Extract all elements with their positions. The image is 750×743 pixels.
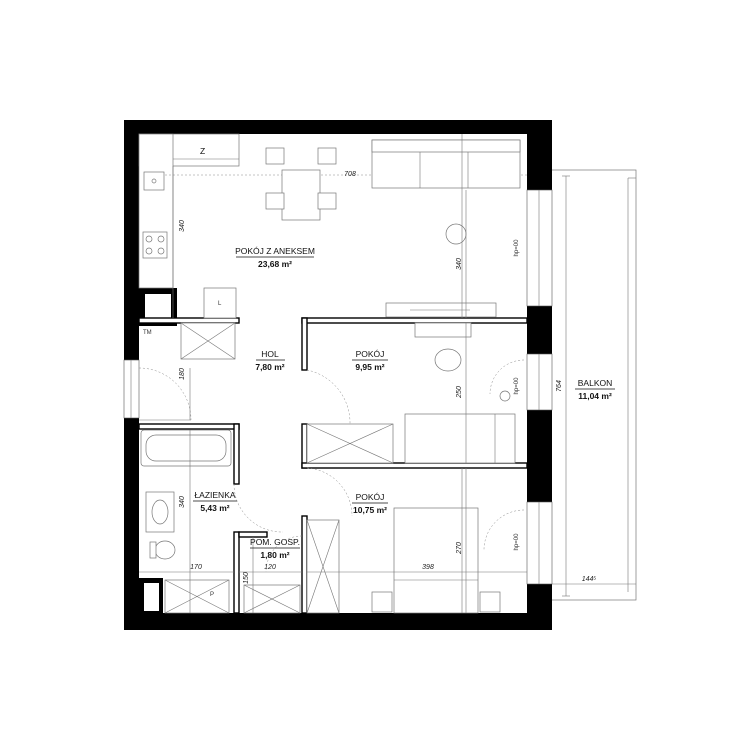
wall-left-lower: [124, 418, 139, 630]
dim-708: 708: [344, 171, 356, 178]
hp-marker-room2: hp=00: [514, 533, 520, 551]
window-living: [526, 189, 553, 307]
wall-left-middle: [124, 288, 139, 360]
dim-150: 150: [243, 572, 250, 584]
room-name-balcony: BALKON: [578, 378, 613, 388]
wall-kitchen-bottom: [138, 317, 240, 324]
wall-right-mid1: [527, 306, 552, 354]
room-area-room1: 9,95 m²: [355, 362, 384, 372]
dim-270: 270: [456, 542, 463, 555]
kitchen-marker: Z: [200, 146, 205, 156]
dimension-lines: [139, 166, 527, 613]
room-name-room2: POKÓJ: [356, 492, 385, 502]
kitchen-annex: L Z: [138, 133, 527, 319]
fridge-box: [203, 287, 237, 319]
wall-room1-top: [301, 317, 528, 324]
chair: [265, 192, 285, 210]
wall-top: [124, 120, 552, 134]
desk-room1: [414, 322, 472, 338]
bed-room2: [393, 507, 479, 614]
room-name-hall: HOL: [261, 349, 279, 359]
toilet-icon: [154, 540, 176, 560]
balcony-outline: [549, 169, 637, 601]
dim-170: 170: [190, 564, 202, 571]
wall-room1-bottom: [301, 462, 528, 469]
stove-icon: [142, 231, 168, 259]
entrance-door-swing: [138, 367, 192, 421]
room-area-bath: 5,43 m²: [200, 503, 229, 513]
room-name-living: POKÓJ Z ANEKSEM: [235, 246, 315, 256]
wall-bottom: [124, 613, 552, 630]
bed-room1: [404, 413, 516, 464]
dim-340-living: 340: [456, 258, 463, 270]
wall-bath-top: [138, 423, 240, 430]
tm-marker: TM: [143, 330, 152, 336]
p-marker: P: [210, 592, 214, 598]
wall-right-bottom: [527, 584, 552, 630]
armchair-table: [445, 223, 467, 245]
room-area-utility: 1,80 m²: [260, 550, 289, 560]
dim-250: 250: [456, 386, 463, 399]
hp-marker-room1: hp=00: [514, 377, 520, 395]
utility-furniture: [243, 535, 303, 614]
room-area-living: 23,68 m²: [258, 259, 292, 269]
dim-340-bath: 340: [179, 496, 186, 508]
wall-right-top: [527, 120, 552, 190]
dining-table: [281, 169, 321, 221]
living-furniture: [265, 134, 521, 318]
wall-utility-right: [301, 515, 308, 614]
room-name-room1: POKÓJ: [356, 349, 385, 359]
interior-walls: [138, 317, 528, 614]
door-room2: [306, 467, 353, 517]
window-room1: [526, 353, 553, 411]
outer-walls: [124, 120, 552, 630]
room-name-bath: ŁAZIENKA: [194, 490, 235, 500]
dim-144: 144⁵: [582, 576, 597, 583]
shaft-top-void: [145, 294, 171, 320]
balcony: [549, 169, 637, 601]
fridge-label: L: [218, 301, 222, 307]
wall-room1-left-upper: [301, 317, 308, 371]
room-area-hall: 7,80 m²: [255, 362, 284, 372]
dimension-labels: 708 340 340 180 250 340 270 170 120 150 …: [179, 171, 596, 584]
room-labels: POKÓJ Z ANEKSEM 23,68 m² HOL 7,80 m² POK…: [193, 246, 615, 560]
chair: [317, 192, 337, 210]
door-room1: [306, 369, 351, 425]
room-name-utility: POM. GOSP.: [250, 537, 300, 547]
chair: [317, 147, 337, 165]
dim-180: 180: [179, 368, 186, 380]
room1-furniture: [306, 322, 525, 464]
kitchen-counter-left: [138, 133, 174, 289]
dim-398: 398: [422, 564, 434, 571]
hp-marker-living: hp=00: [514, 239, 520, 257]
dim-340-kitchen: 340: [179, 220, 186, 232]
window-room2: [526, 501, 553, 585]
bathroom-furniture: P: [140, 429, 284, 614]
room2-furniture: [306, 467, 525, 614]
dim-764: 764: [556, 380, 563, 392]
wall-bath-right-lower: [233, 531, 240, 614]
hall-furniture: TM: [138, 322, 236, 421]
shaft-bottom-void: [144, 583, 159, 611]
chair: [265, 147, 285, 165]
height-markers: hp=00 hp=00 hp=00: [514, 239, 520, 551]
wall-left-upper: [124, 120, 139, 288]
room-area-room2: 10,75 m²: [353, 505, 387, 515]
window-left: [123, 359, 140, 419]
desk-chair: [434, 348, 462, 372]
wall-right-mid2: [527, 410, 552, 502]
windows: [123, 189, 553, 585]
door-bathroom: [233, 483, 284, 533]
wall-room1-left-lower: [301, 423, 308, 469]
room-area-balcony: 11,04 m²: [578, 391, 612, 401]
dim-120: 120: [264, 564, 276, 571]
wall-bath-right-upper: [233, 423, 240, 485]
